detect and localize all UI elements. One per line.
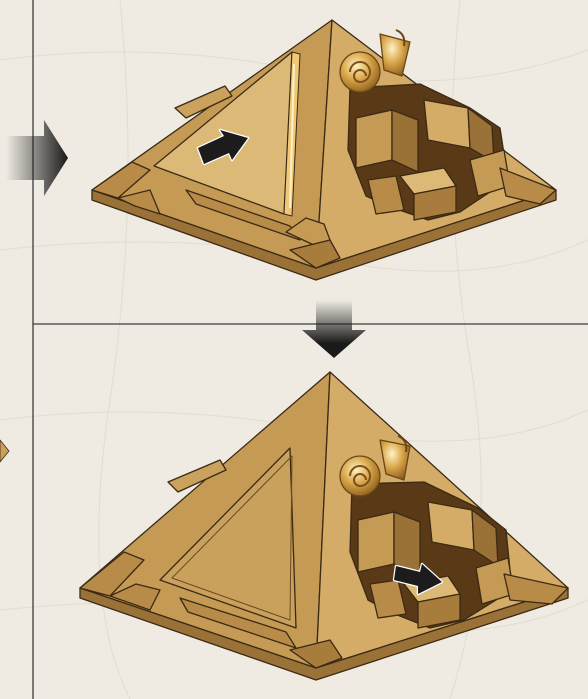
partial-arrow-icon [0,440,9,462]
right-arrow-icon [6,120,68,196]
down-arrow-icon [302,300,366,358]
pyramid-step-2 [80,372,568,680]
pyramid-step-1 [92,20,556,280]
